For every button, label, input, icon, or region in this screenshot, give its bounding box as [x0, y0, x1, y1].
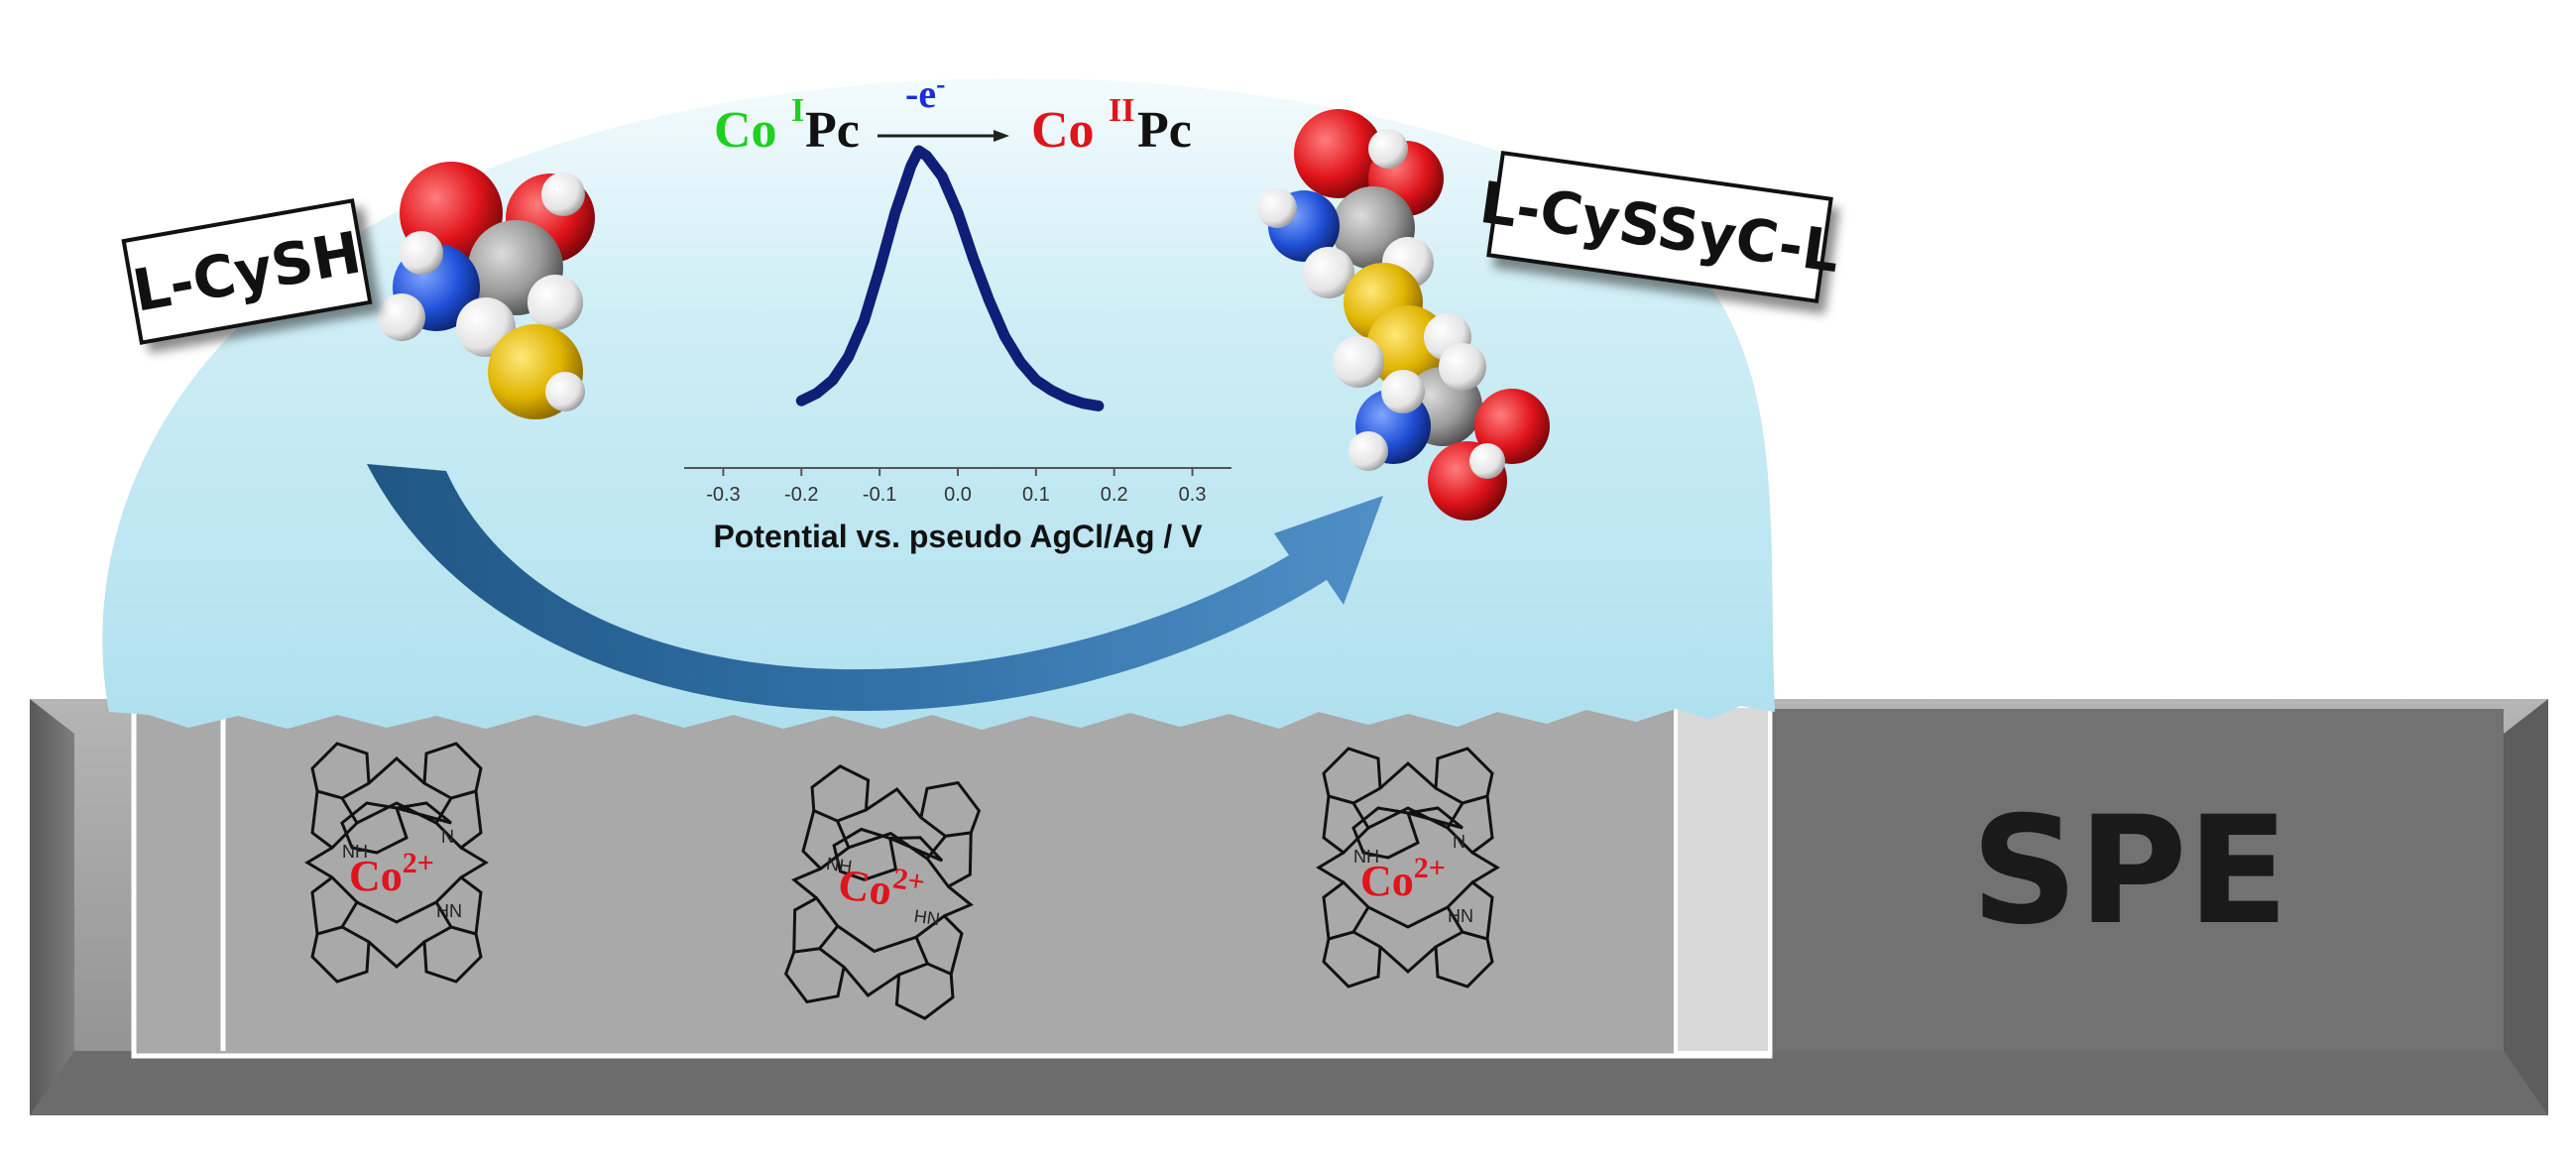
- conversion-arrow: [367, 464, 1383, 711]
- electrode-front-bevel: [30, 1051, 2548, 1115]
- x-axis-label: Potential vs. pseudo AgCl/Ag / V: [713, 519, 1203, 554]
- complex-right-ion-charge: 2+: [1414, 852, 1446, 884]
- reaction-equation: Co I Pc -e- Co II Pc: [714, 69, 1192, 159]
- well-right-strip: [1674, 704, 1772, 1055]
- right-oxidation-state: II: [1109, 92, 1134, 129]
- voltammogram-chart: -0.3 -0.2 -0.1 0.0 0.1 0.2 0.3 Potential vs. p…: [684, 145, 1231, 554]
- complex-left-ion-symbol: Co: [349, 852, 403, 900]
- electrode-right-panel: [1770, 709, 2504, 1051]
- complex-left-nh: NH: [342, 842, 368, 862]
- cobalt-complex-middle: NH HN Co2+: [775, 760, 990, 1024]
- x-tick-label: -0.1: [863, 484, 896, 506]
- reaction-arrow-head: [994, 130, 1009, 142]
- x-tick-label: 0.2: [1101, 484, 1128, 506]
- complex-left-ion: Co2+: [349, 847, 434, 900]
- electron-charge: -: [936, 69, 945, 100]
- complex-middle-ion: Co2+: [835, 855, 927, 919]
- electrode-left-bevel: [30, 699, 74, 1115]
- cobalt-complex-left: NH N HN Co2+: [305, 742, 488, 984]
- complex-left-hn: HN: [436, 901, 462, 921]
- complex-right-nh: NH: [1353, 847, 1379, 867]
- x-tick-label: -0.2: [784, 484, 818, 506]
- x-axis-ticks: -0.3 -0.2 -0.1 0.0 0.1 0.2 0.3: [706, 468, 1206, 506]
- complex-left-n: N: [441, 827, 454, 847]
- complex-middle-ion-symbol: Co: [835, 860, 894, 915]
- right-phthalocyanine-label: Pc: [1137, 102, 1192, 159]
- x-tick-label: 0.3: [1179, 484, 1207, 506]
- l-cyssyc-l-molecule: [1257, 109, 1550, 521]
- oxidation-peak-curve: [795, 145, 1105, 411]
- cobalt-complex-right: NH N HN Co2+: [1317, 747, 1499, 988]
- complex-middle-ion-charge: 2+: [891, 863, 927, 899]
- x-tick-label: 0.1: [1022, 484, 1050, 506]
- electrode-label: SPE: [1971, 785, 2288, 958]
- left-oxidation-state: I: [791, 92, 804, 129]
- complex-middle-nh: NH: [825, 854, 854, 876]
- complex-middle-hn: HN: [913, 906, 942, 929]
- right-cobalt-symbol: Co: [1031, 102, 1095, 159]
- electron-transfer-label: -e-: [905, 69, 945, 116]
- complex-right-n: N: [1453, 832, 1465, 852]
- complex-right-hn: HN: [1448, 906, 1473, 926]
- x-tick-label: -0.3: [706, 484, 740, 506]
- l-cysh-molecule: [378, 162, 595, 419]
- complex-right-ion: Co2+: [1360, 852, 1446, 905]
- electrode-right-bevel: [2504, 699, 2548, 1115]
- electron-label: -e: [905, 71, 936, 116]
- complex-left-ion-charge: 2+: [403, 847, 434, 879]
- left-phthalocyanine-label: Pc: [805, 102, 860, 159]
- complex-right-ion-symbol: Co: [1360, 857, 1414, 905]
- left-cobalt-symbol: Co: [714, 102, 777, 159]
- x-tick-label: 0.0: [944, 484, 972, 506]
